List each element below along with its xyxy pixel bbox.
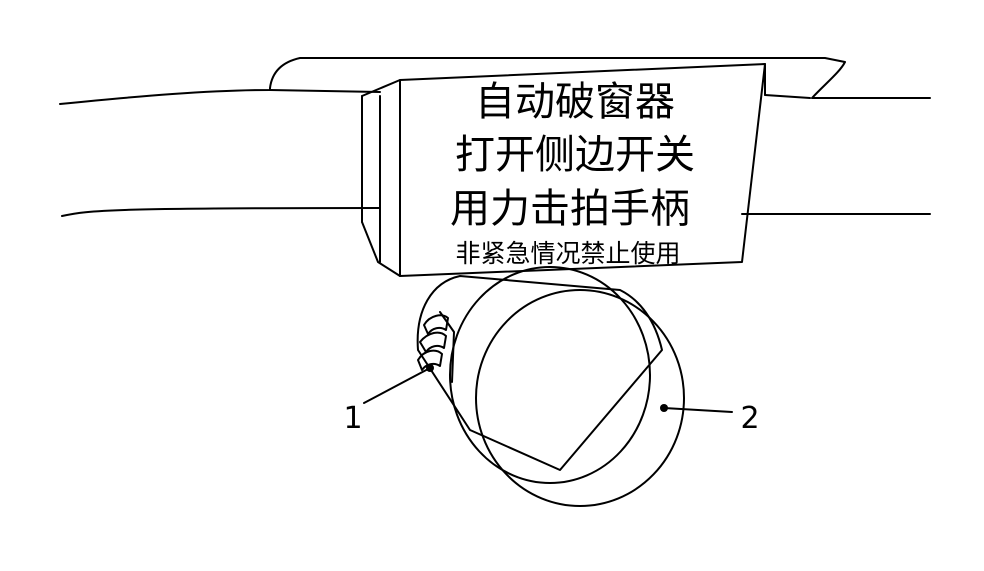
callout-1: 1: [343, 364, 434, 436]
label-line-3: 用力击拍手柄: [450, 186, 690, 232]
label-text-block: 自动破窗器 打开侧边开关 用力击拍手柄 非紧急情况禁止使用: [450, 79, 695, 268]
breaker-ring: [449, 266, 651, 484]
breaker-body: [416, 275, 663, 471]
window-breaker: [416, 266, 685, 507]
label-warning: 非紧急情况禁止使用: [455, 239, 680, 268]
breaker-handle-face: [475, 289, 685, 507]
callout-1-number: 1: [343, 401, 362, 436]
callout-2-leader: [663, 407, 733, 413]
label-box: [361, 63, 766, 277]
label-line-1: 自动破窗器: [475, 79, 675, 125]
callout-2-number: 2: [740, 401, 759, 436]
callout-2: 2: [660, 401, 760, 436]
label-line-2: 打开侧边开关: [455, 132, 695, 178]
callout-1-leader: [363, 367, 431, 404]
side-switch-grip: [417, 311, 455, 383]
